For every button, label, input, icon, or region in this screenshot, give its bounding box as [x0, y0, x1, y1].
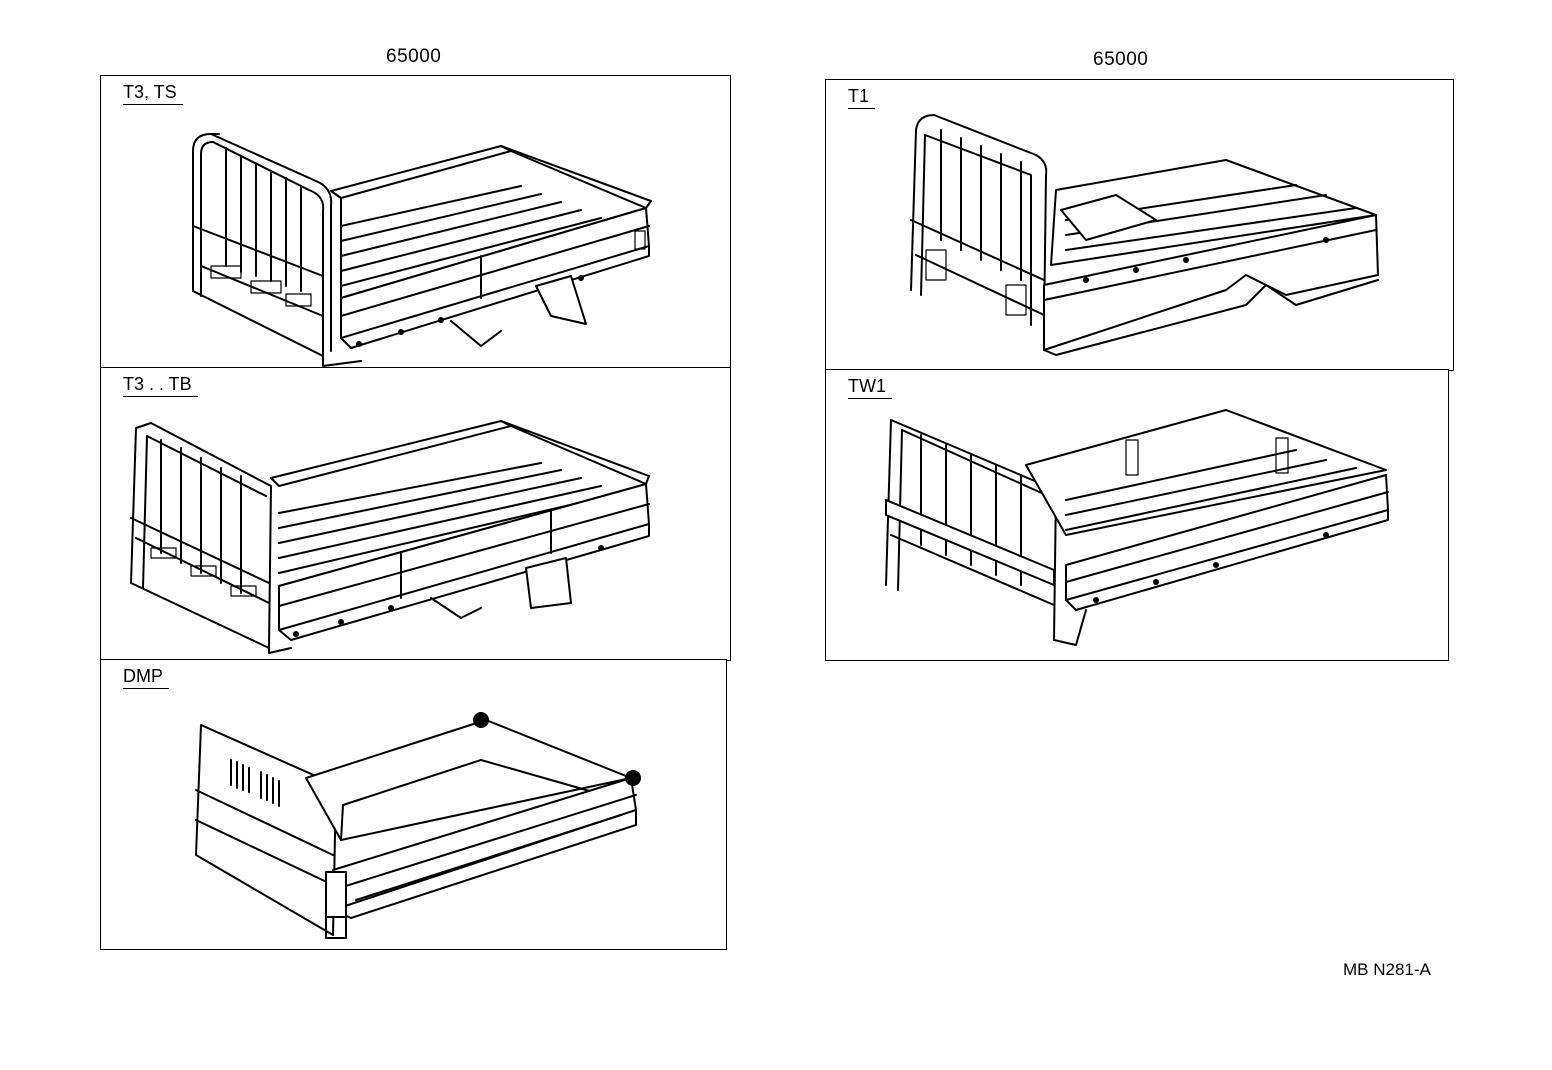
panel-dmp[interactable]: DMP — [100, 659, 727, 950]
truck-bed-t3-tb-illustration — [130, 420, 650, 654]
header-right-part-number: 65000 — [1093, 49, 1149, 70]
panel-label-t1: T1 — [848, 86, 876, 109]
dump-bed-illustration — [195, 712, 641, 939]
truck-bed-t3-ts-illustration — [192, 133, 652, 367]
panel-label-dmp: DMP — [123, 666, 169, 689]
panel-label-t3-tb: T3 . . TB — [123, 374, 198, 397]
panel-label-tw1: TW1 — [848, 376, 892, 399]
header-left-part-number: 65000 — [386, 46, 442, 67]
truck-bed-t1-illustration — [910, 114, 1379, 356]
truck-bed-tw1-illustration — [885, 409, 1389, 646]
panel-tw1[interactable]: TW1 — [825, 369, 1449, 661]
panel-t3-tb[interactable]: T3 . . TB — [100, 367, 731, 661]
panel-label-t3-ts: T3, TS — [123, 82, 183, 105]
panel-t1[interactable]: T1 — [825, 79, 1454, 371]
panel-t3-ts[interactable]: T3, TS — [100, 75, 731, 369]
drawing-reference-code: MB N281-A — [1343, 960, 1431, 979]
